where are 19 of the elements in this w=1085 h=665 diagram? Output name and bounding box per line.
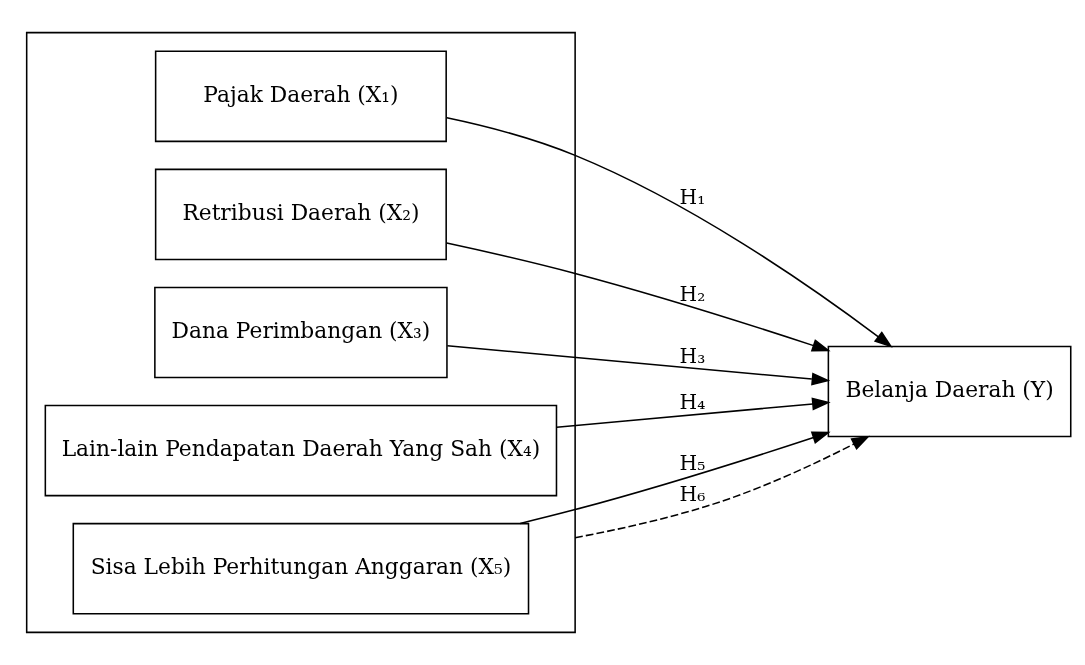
edge-label: H₄ bbox=[679, 390, 706, 415]
node-box: Dana Perimbangan (X₃) bbox=[154, 286, 448, 379]
arrow bbox=[555, 397, 831, 429]
node-box: Pajak Daerah (X₁) bbox=[154, 50, 447, 143]
arrow bbox=[519, 431, 831, 525]
edge-label: H₂ bbox=[679, 281, 706, 306]
node-box: Sisa Lebih Perhitungan Anggaran (X₅) bbox=[72, 522, 530, 615]
edge-label: H₅ bbox=[679, 450, 706, 475]
arrow bbox=[574, 435, 870, 539]
node-box: Lain-lain Pendapatan Daerah Yang Sah (X₄) bbox=[44, 404, 558, 497]
node-box: Belanja Daerah (Y) bbox=[827, 345, 1072, 438]
edge-label: H₁ bbox=[679, 185, 706, 210]
arrow bbox=[446, 117, 893, 348]
arrow bbox=[445, 242, 831, 352]
edge-label: H₃ bbox=[679, 343, 706, 368]
cluster bbox=[25, 31, 576, 634]
edge-label: H₆ bbox=[679, 481, 706, 506]
node-box: Retribusi Daerah (X₂) bbox=[154, 168, 447, 261]
arrow bbox=[446, 344, 831, 386]
